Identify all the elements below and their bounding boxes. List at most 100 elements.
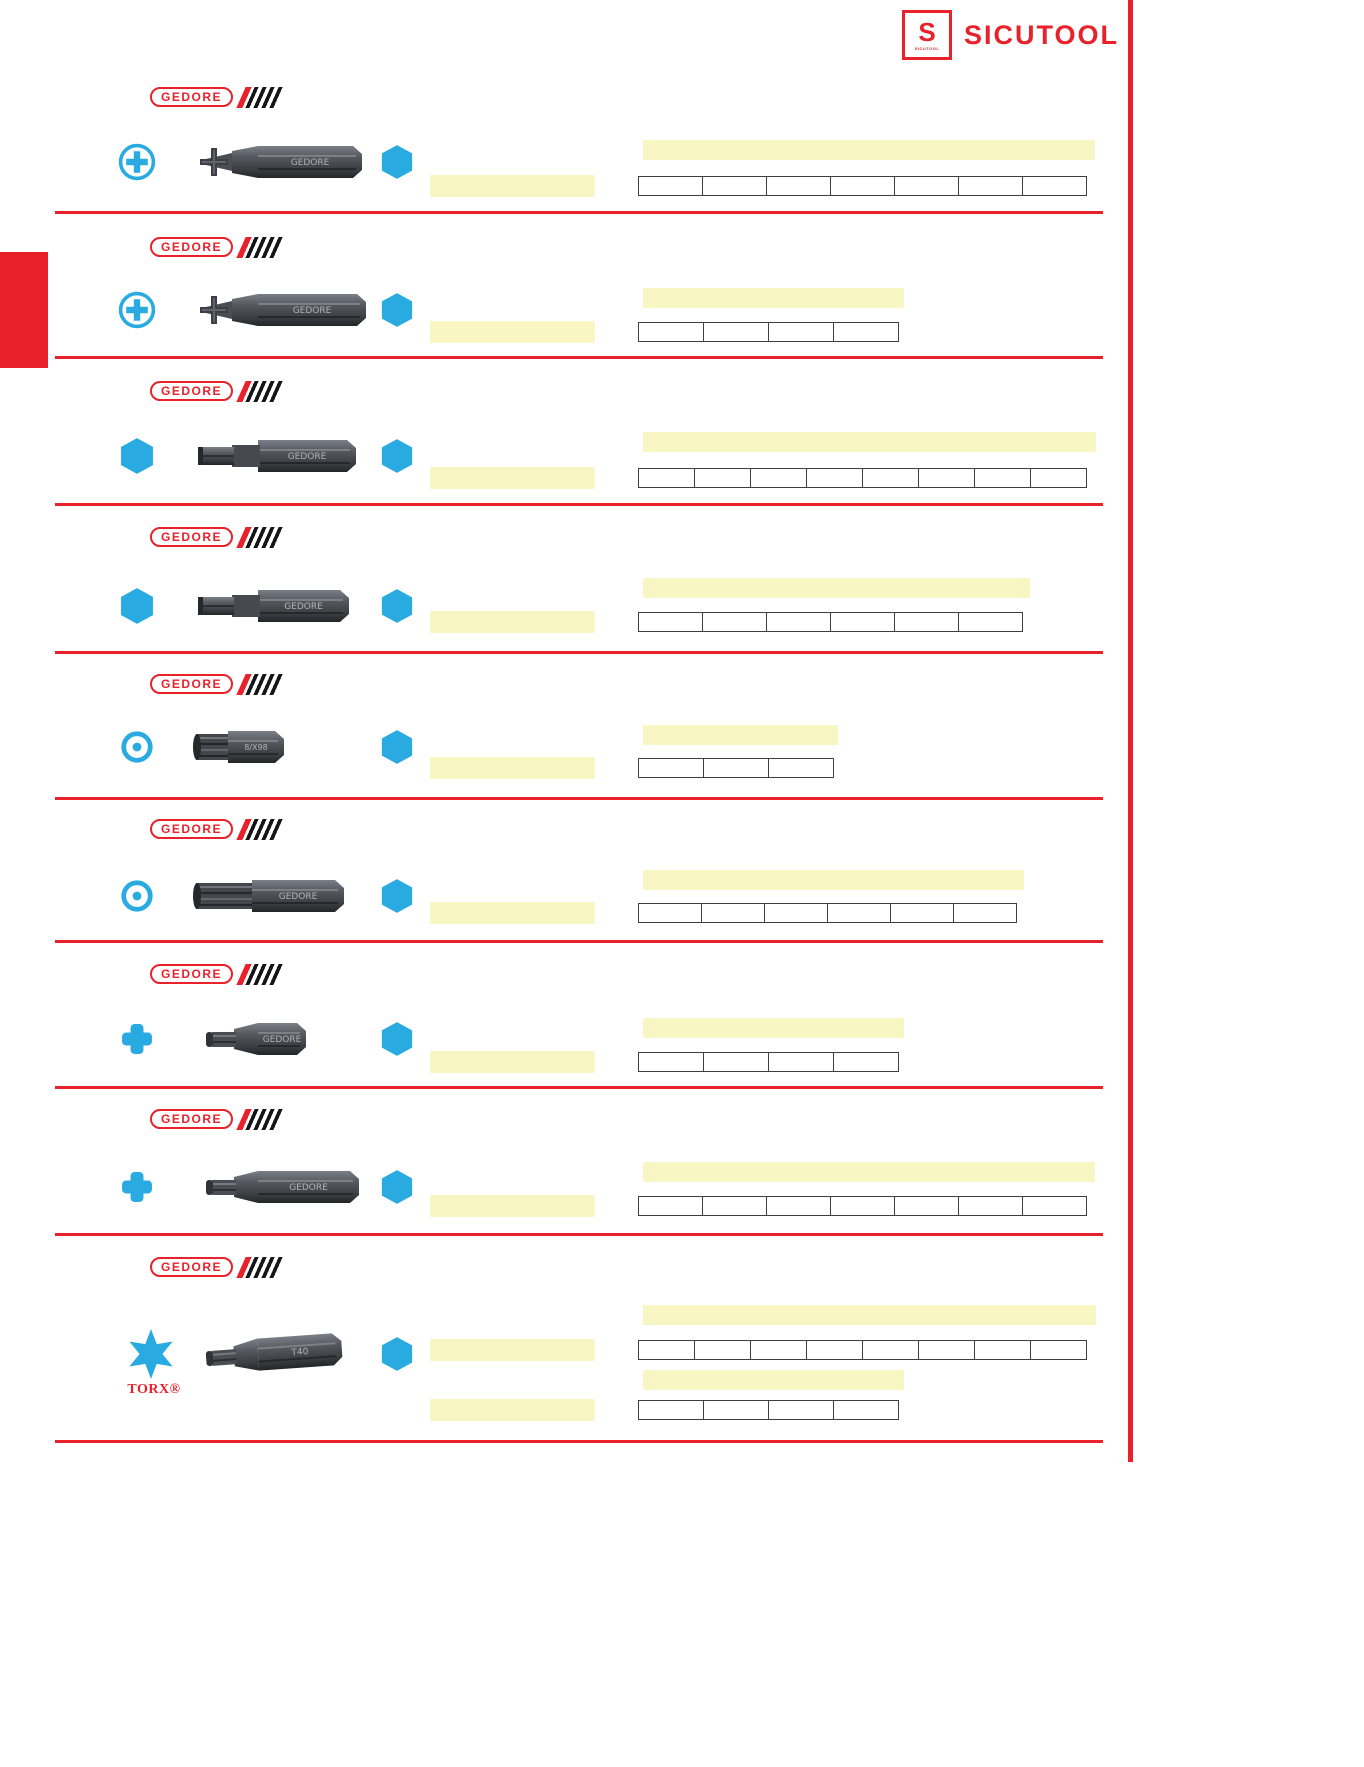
table-cell	[703, 1052, 769, 1072]
highlighted-note-bar	[430, 1051, 595, 1073]
table-cell	[862, 468, 919, 488]
size-table	[638, 1196, 1087, 1216]
section-divider	[55, 1086, 1103, 1089]
table-cell	[1022, 1196, 1087, 1216]
svg-text:GEDORE: GEDORE	[293, 306, 332, 316]
table-cell	[750, 1340, 807, 1360]
table-cell	[766, 612, 831, 632]
svg-text:GEDORE: GEDORE	[263, 1035, 302, 1045]
table-cell	[1030, 1340, 1087, 1360]
highlighted-title-bar	[643, 870, 1024, 890]
multi-lobe-drive-icon	[120, 1022, 154, 1056]
gedore-stripes-icon	[236, 1108, 288, 1130]
sicutool-header: S SICUTOOL SICUTOOL	[902, 10, 1119, 60]
highlighted-note-bar	[430, 175, 595, 197]
svg-text:8/X98: 8/X98	[244, 743, 267, 752]
table-cell	[703, 322, 769, 342]
gedore-logo: GEDORE	[150, 237, 234, 257]
highlighted-note-bar	[430, 321, 595, 343]
brand-row: GEDORE	[150, 525, 288, 549]
table-cell	[694, 1340, 751, 1360]
page-right-rule	[1128, 0, 1133, 1462]
bit-product-photo: GEDORE	[188, 870, 348, 922]
spline-socket-drive-icon	[120, 879, 154, 913]
highlighted-note-bar	[430, 467, 595, 489]
gedore-logo: GEDORE	[150, 819, 234, 839]
table-cell	[638, 758, 704, 778]
section-divider	[55, 1440, 1103, 1443]
table-cell	[768, 758, 834, 778]
gedore-stripes-icon	[236, 380, 288, 402]
gedore-stripes-icon	[236, 526, 288, 548]
table-cell	[638, 468, 695, 488]
gedore-logo: GEDORE	[150, 674, 234, 694]
section-divider	[55, 651, 1103, 654]
table-cell	[958, 176, 1023, 196]
gedore-logo-text: GEDORE	[161, 822, 223, 836]
gedore-logo-text: GEDORE	[161, 967, 223, 981]
gedore-logo: GEDORE	[150, 964, 234, 984]
brand-row: GEDORE	[150, 235, 288, 259]
gedore-logo: GEDORE	[150, 87, 234, 107]
gedore-logo: GEDORE	[150, 1109, 234, 1129]
table-cell	[958, 1196, 1023, 1216]
hex-shank-icon	[379, 729, 415, 765]
gedore-logo-text: GEDORE	[161, 1260, 223, 1274]
highlighted-note-bar	[430, 611, 595, 633]
table-cell	[833, 322, 899, 342]
size-table	[638, 468, 1087, 488]
size-table	[638, 1052, 899, 1072]
table-cell	[958, 612, 1023, 632]
brand-row: GEDORE	[150, 672, 288, 696]
gedore-logo-text: GEDORE	[161, 240, 223, 254]
table-cell	[1022, 176, 1087, 196]
sicutool-logo-icon: S SICUTOOL	[902, 10, 952, 60]
hex-shank-icon	[379, 438, 415, 474]
table-cell	[830, 612, 895, 632]
highlighted-title-bar	[643, 1305, 1096, 1325]
table-cell	[702, 176, 767, 196]
section-divider	[55, 940, 1103, 943]
table-cell	[827, 903, 891, 923]
table-cell	[830, 1196, 895, 1216]
size-table	[638, 612, 1023, 632]
table-cell	[768, 322, 834, 342]
table-cell	[638, 322, 704, 342]
bit-product-photo: GEDORE	[188, 1161, 363, 1213]
brand-row: GEDORE	[150, 817, 288, 841]
sicutool-logo-text: SICUTOOL	[964, 19, 1120, 50]
table-cell	[638, 612, 703, 632]
table-cell	[953, 903, 1017, 923]
bit-product-photo: T40	[186, 1323, 347, 1386]
bit-product-photo: GEDORE	[188, 580, 353, 632]
hex-drive-icon	[118, 587, 156, 625]
table-cell	[768, 1400, 834, 1420]
brand-row: GEDORE	[150, 1255, 288, 1279]
table-cell	[750, 468, 807, 488]
highlighted-title-bar	[643, 1018, 904, 1038]
section-divider	[55, 797, 1103, 800]
gedore-logo-text: GEDORE	[161, 677, 223, 691]
highlighted-note-bar	[430, 757, 595, 779]
table-cell	[694, 468, 751, 488]
table-cell	[638, 1196, 703, 1216]
gedore-stripes-icon	[236, 86, 288, 108]
table-cell	[638, 903, 702, 923]
bit-product-photo: 8/X98	[188, 721, 288, 773]
svg-text:T40: T40	[290, 1347, 309, 1358]
gedore-logo: GEDORE	[150, 527, 234, 547]
chapter-index-tab	[0, 252, 48, 368]
hex-shank-icon	[379, 878, 415, 914]
table-cell	[701, 903, 765, 923]
section-divider	[55, 211, 1103, 214]
pozidriv-drive-icon	[117, 142, 157, 182]
size-table	[638, 322, 899, 342]
svg-text:GEDORE: GEDORE	[279, 892, 318, 902]
highlighted-title-bar	[643, 288, 904, 308]
table-cell	[830, 176, 895, 196]
table-cell	[1030, 468, 1087, 488]
highlighted-title-bar	[643, 725, 838, 745]
table-cell	[702, 612, 767, 632]
highlighted-title-bar	[643, 432, 1096, 452]
